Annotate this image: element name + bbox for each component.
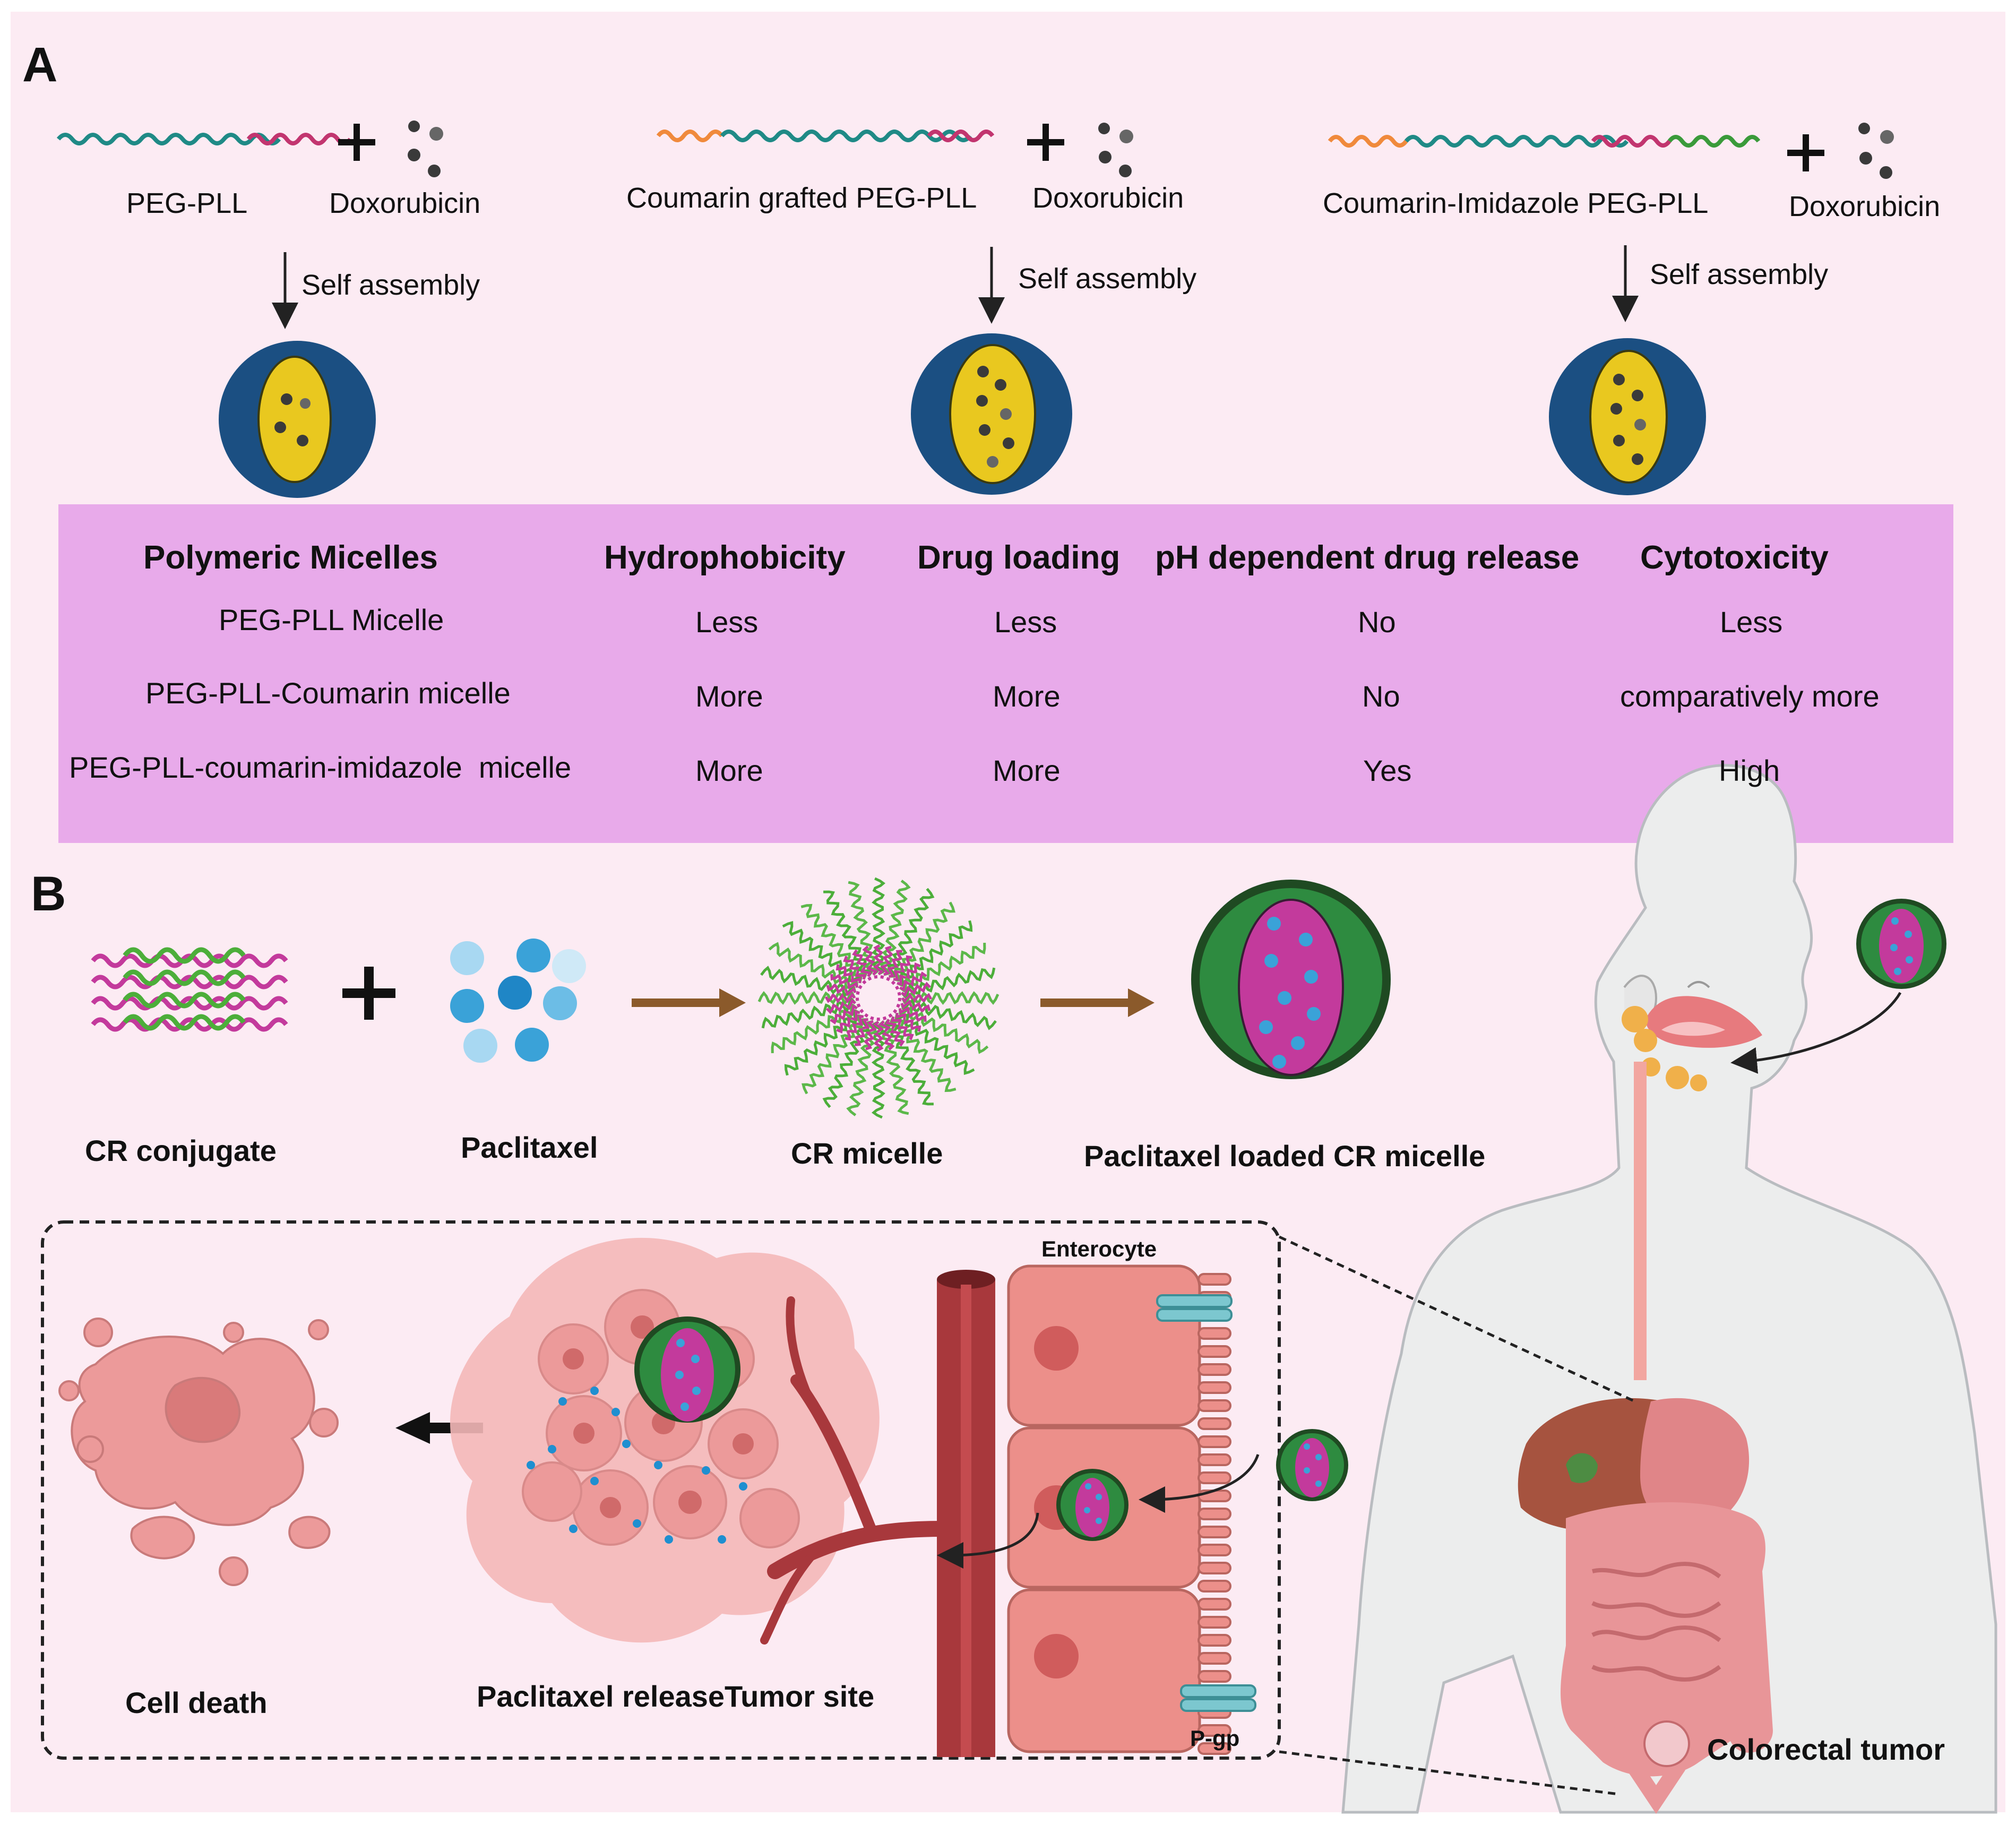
polymer-label-1: PEG-PLL: [126, 187, 248, 219]
table-cell: No: [1358, 605, 1396, 639]
table-cell: Less: [695, 605, 759, 639]
doxorubicin-micelle-2-icon: [911, 333, 1072, 495]
table-header-cytotoxicity: Cytotoxicity: [1640, 539, 1829, 576]
table-cell: More: [695, 679, 763, 713]
table-cell: comparatively more: [1620, 679, 1880, 713]
table-cell: Yes: [1363, 754, 1412, 787]
release-label: Paclitaxel releaseTumor site: [477, 1680, 875, 1713]
digestive-tract-illustration: [1518, 996, 1773, 1814]
drug-label-2: Doxorubicin: [1032, 182, 1184, 214]
cr-micelle-icon: [757, 877, 1000, 1119]
self-assembly-label-2: Self assembly: [1018, 263, 1197, 295]
table-cell: Less: [994, 605, 1057, 639]
lumen-micelle-icon: [1276, 1429, 1348, 1501]
step-label-cr-conjugate: CR conjugate: [85, 1134, 277, 1167]
polymer-chain-coumarin-peg-pll: [656, 130, 995, 142]
blood-vessel-highlight: [961, 1285, 971, 1757]
table-header-hydrophobicity: Hydrophobicity: [604, 539, 846, 576]
table-cell: PEG-PLL Micelle: [219, 603, 444, 636]
polymer-label-3: Coumarin-Imidazole PEG-PLL: [1323, 187, 1709, 219]
panel-b-label: B: [31, 867, 66, 921]
plus-icon: [338, 124, 1824, 171]
uptake-arrow-icon: [1139, 1454, 1260, 1513]
plus-icon: [342, 967, 395, 1020]
polymer-label-2: Coumarin grafted PEG-PLL: [626, 182, 977, 214]
table-cell: Less: [1720, 605, 1783, 639]
table-cell: No: [1362, 679, 1400, 713]
polymer-chain-coumarin-imidazole-peg-pll: [1328, 135, 1761, 148]
table-header-ph-release: pH dependent drug release: [1155, 539, 1580, 576]
drug-label-1: Doxorubicin: [329, 187, 481, 219]
table-cell: More: [993, 679, 1061, 713]
panel-a-label: A: [22, 38, 58, 92]
cell-death-label: Cell death: [125, 1686, 268, 1719]
inset-dashed-frame: [41, 1220, 1281, 1760]
brown-arrow-icon: [632, 988, 1155, 1017]
paclitaxel-loaded-micelle-icon: [1191, 880, 1391, 1079]
step-label-cr-micelle: CR micelle: [791, 1137, 943, 1170]
table-cell: PEG-PLL-Coumarin micelle: [145, 676, 511, 710]
p-gp-label: P-gp: [1190, 1726, 1240, 1751]
blood-vessel-lumen-icon: [937, 1270, 995, 1289]
blood-vessel-branch-icon: [760, 1296, 950, 1645]
oral-delivery-arrow-icon: [1730, 992, 1902, 1074]
table-cell: High: [1719, 754, 1780, 787]
table-cell: More: [695, 754, 763, 787]
self-assembly-label-1: Self assembly: [301, 269, 480, 301]
tumor-cell-cluster-icon: [450, 1237, 880, 1643]
zoom-connector-lines: [1278, 1235, 1636, 1796]
table-header-micelles: Polymeric Micelles: [143, 539, 438, 576]
self-assembly-label-3: Self assembly: [1650, 259, 1829, 290]
table-header-drug-loading: Drug loading: [917, 539, 1121, 576]
doxorubicin-micelle-1-icon: [219, 341, 376, 498]
drug-label-3: Doxorubicin: [1789, 191, 1941, 222]
colorectal-tumor-label: Colorectal tumor: [1707, 1733, 1945, 1766]
cr-conjugate-icon: [91, 947, 288, 1032]
self-assembly-arrow-icon: [272, 245, 1639, 329]
paclitaxel-spheres-icon: [450, 939, 586, 1063]
step-label-paclitaxel: Paclitaxel: [461, 1131, 598, 1164]
p-gp-transporter-icon: [1156, 1294, 1256, 1712]
table-cell: PEG-PLL-coumarin-imidazole micelle: [69, 751, 572, 784]
human-body-illustration: [1341, 764, 1997, 1814]
step-label-loaded-micelle: Paclitaxel loaded CR micelle: [1084, 1139, 1486, 1173]
enterocyte-micelle-icon: [1056, 1469, 1128, 1541]
comparison-table-background: [58, 504, 1953, 843]
enterocyte-label: Enterocyte: [1041, 1236, 1157, 1261]
oral-micelle-icon: [1856, 899, 1946, 989]
polymer-chain-peg-pll: [56, 133, 352, 145]
dead-cell-fragments-icon: [58, 1318, 339, 1586]
doxorubicin-dots-icon: [408, 120, 1894, 179]
transport-arrow-icon: [937, 1512, 1039, 1569]
doxorubicin-micelle-3-icon: [1549, 338, 1706, 495]
table-cell: More: [993, 754, 1061, 787]
